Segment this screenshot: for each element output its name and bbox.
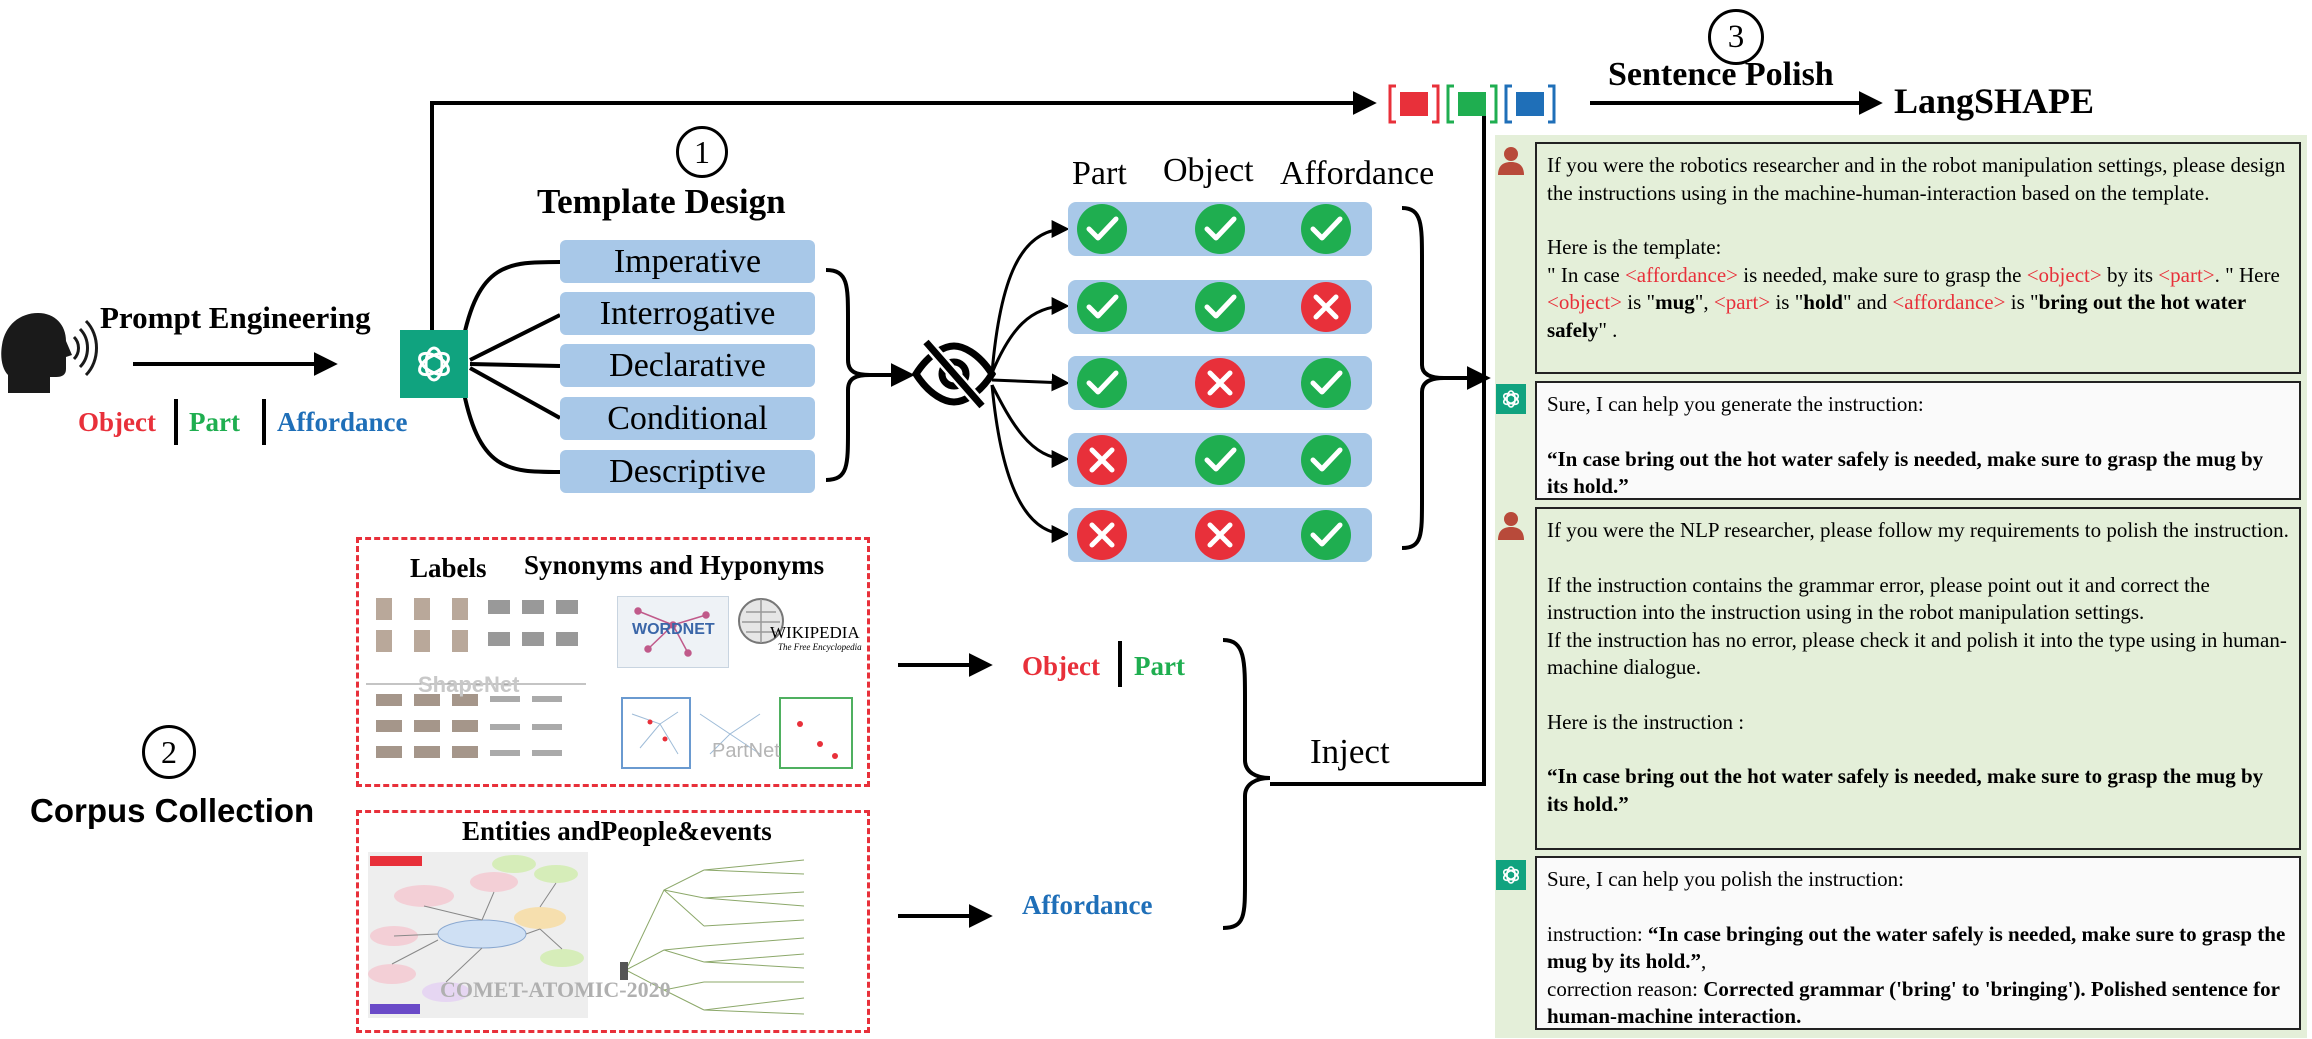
template-line: " In case <affordance> is needed, make s… [1547,262,2280,342]
shapenet-thumbnail [366,598,586,758]
check-icon [1195,435,1245,485]
check-icon [1077,204,1127,254]
matrix-row [1068,202,1372,256]
inject-brace [1222,638,1271,930]
comet-atomic-thumbnail [368,852,805,1018]
header-part: Part [1072,155,1127,192]
eye-slash-icon [912,338,996,410]
message-text: Here is the template: [1547,235,1722,259]
wordnet-logo: WORDNET [617,596,729,668]
tag-divider [262,399,266,445]
step-1-circle: 1 [676,126,728,178]
entities-title: Entities andPeople&events [462,816,772,846]
corpus-out-divider [1118,641,1122,687]
check-icon [1301,510,1351,560]
cross-icon [1077,510,1127,560]
check-icon [1301,358,1351,408]
cross-icon [1077,435,1127,485]
cross-icon [1195,510,1245,560]
check-icon [1301,435,1351,485]
labels-synonyms-box [356,537,870,787]
check-icon [1301,204,1351,254]
message-text: If you were the robotics researcher and … [1547,153,2286,205]
tag-affordance: Affordance [277,407,408,437]
cross-icon [1301,282,1351,332]
message-text: “In case bring out the hot water safely … [1547,764,2264,816]
prompt-engineering-title: Prompt Engineering [100,300,371,335]
message-text: “In case bring out the hot water safely … [1547,446,2264,499]
inject-label: Inject [1310,732,1390,771]
template-imperative: Imperative [560,240,815,283]
chatgpt-avatar-icon [1496,384,1526,414]
wordnet-text: WORDNET [632,621,715,638]
synonyms-title: Synonyms and Hyponyms [524,550,825,580]
message-text: Sure, I can help you polish the instruct… [1547,867,1904,891]
comet-atomic-label: COMET-ATOMIC-2020 [440,977,671,1002]
wikipedia-text: WIKIPEDIA [770,623,860,642]
correction-line: correction reason: Corrected grammar ('b… [1547,976,2280,1029]
corpus-out-object: Object [1022,651,1100,681]
corpus-collection-title: Corpus Collection [30,792,315,829]
template-descriptive: Descriptive [560,450,815,493]
user-avatar-icon [1498,512,1524,540]
entities-events-box [356,810,870,1033]
matrix-brace [1401,206,1445,550]
template-conditional: Conditional [560,397,815,440]
user-avatar-icon [1498,147,1524,175]
matrix-row [1068,280,1372,334]
matrix-row [1068,508,1372,562]
chat-message-user-2: If you were the NLP researcher, please f… [1535,507,2301,850]
header-object: Object [1163,152,1254,189]
chatgpt-logo-icon [400,330,468,398]
message-text: Sure, I can help you generate the instru… [1547,392,1924,416]
template-interrogative: Interrogative [560,292,815,335]
chatgpt-avatar-icon [1496,860,1526,890]
inject-arrow [1270,103,1486,786]
check-icon [1195,204,1245,254]
instruction-line: instruction: “In case bringing out the w… [1547,921,2286,974]
langshape-output: LangSHAPE [1894,81,2095,121]
chat-message-gpt-1: Sure, I can help you generate the instru… [1535,381,2301,500]
message-text: Here is the instruction : [1547,709,1745,734]
template-brace [825,268,871,482]
tag-object: Object [78,407,156,437]
speaker-head-icon [1,313,98,393]
step-3-circle: 3 [1708,9,1764,65]
matrix-row [1068,433,1372,487]
template-design-title: Template Design [537,182,786,221]
message-text: If the instruction contains the grammar … [1547,572,2210,625]
check-icon [1077,358,1127,408]
message-text: If the instruction has no error, please … [1547,627,2287,680]
cross-icon [1195,358,1245,408]
header-affordance: Affordance [1280,155,1435,192]
chat-message-gpt-2: Sure, I can help you polish the instruct… [1535,856,2301,1030]
wikipedia-globe-icon [738,598,784,644]
sentence-polish-title: Sentence Polish [1608,56,1834,93]
check-icon [1077,282,1127,332]
tag-divider [174,399,178,445]
top-route-arrow [430,91,1377,338]
partnet-thumbnail [621,697,853,769]
slot-brackets-icon [1388,84,1556,124]
check-icon [1195,282,1245,332]
step-2-circle: 2 [142,725,196,779]
template-declarative: Declarative [560,344,815,387]
chat-message-user-1: If you were the robotics researcher and … [1535,142,2301,374]
corpus-out-affordance: Affordance [1022,890,1153,920]
labels-title: Labels [410,553,487,583]
wikipedia-subtitle: The Free Encyclopedia [778,642,862,652]
matrix-row [1068,356,1372,410]
corpus-out-part: Part [1134,651,1185,681]
tag-part: Part [189,407,240,437]
message-text: If you were the NLP researcher, please f… [1547,518,2289,542]
partnet-label: PartNet [712,740,780,762]
shapenet-label: ShapeNet [418,672,520,697]
